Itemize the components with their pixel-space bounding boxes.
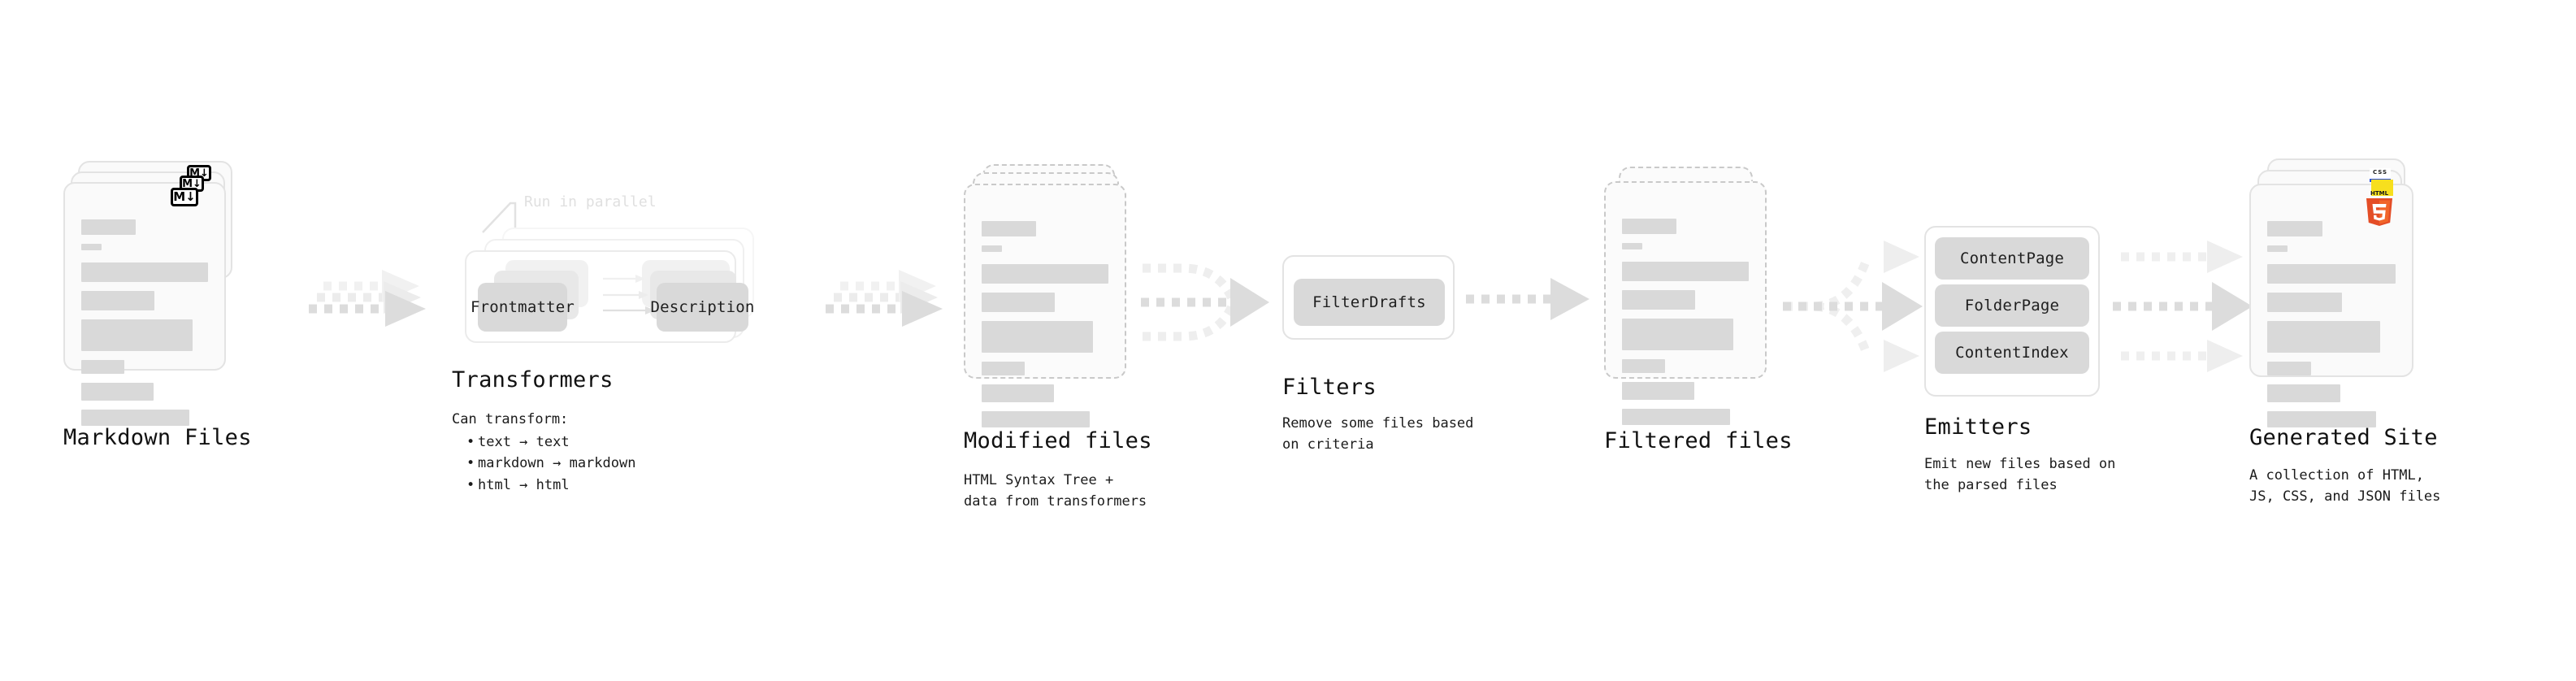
transformer-chip-description[interactable]: Description	[650, 283, 754, 332]
arrow-filtered-to-emitters	[1776, 228, 1939, 390]
markdown-files-stack: M↓ M↓ M↓	[63, 161, 234, 426]
modified-files-stack	[964, 164, 1134, 427]
generated-site-stack: CSS HTML	[2249, 158, 2424, 427]
transformers-bullet-item: markdown → markdown	[466, 453, 636, 475]
markdown-file-card-front	[63, 182, 226, 426]
emitters-caption: Emit new files based on the parsed files	[1924, 456, 2116, 494]
filtered-files-title: Filtered files	[1604, 428, 1793, 453]
generated-site-caption: A collection of HTML, JS, CSS, and JSON …	[2249, 467, 2441, 505]
transformers-bullet-list: text → text markdown → markdown html → h…	[465, 432, 636, 497]
js-icon	[2371, 180, 2393, 196]
arrow-markdown-to-transformers	[302, 265, 426, 338]
emitter-chip-contentindex[interactable]: ContentIndex	[1935, 332, 2089, 374]
arrow-transformers-to-modified	[819, 265, 949, 343]
emitter-chip-contentpage[interactable]: ContentPage	[1935, 237, 2089, 280]
arrow-filters-to-filtered	[1463, 276, 1593, 333]
transformer-chip-frontmatter[interactable]: Frontmatter	[471, 283, 575, 332]
modified-files-caption: HTML Syntax Tree + data from transformer…	[964, 472, 1147, 510]
markdown-icon-front: M↓	[171, 188, 198, 206]
transformers-bullet-item: html → html	[466, 475, 635, 497]
markdown-file-content-lines	[81, 219, 208, 435]
filters-title: Filters	[1282, 375, 1377, 400]
filter-chip-filterdrafts[interactable]: FilterDrafts	[1294, 279, 1445, 326]
transformers-parallel-bracket	[479, 192, 609, 241]
transformer-inner-arrows	[603, 271, 673, 330]
html5-icon-word: HTML	[2370, 190, 2389, 197]
modified-file-content-lines	[982, 221, 1108, 436]
modified-files-title: Modified files	[964, 428, 1152, 453]
arrow-modified-to-filters	[1136, 250, 1282, 356]
arrow-emitters-to-site	[2106, 228, 2261, 390]
filtered-file-card-front	[1604, 181, 1767, 425]
emitters-title: Emitters	[1924, 414, 2032, 440]
generated-site-title: Generated Site	[2249, 425, 2438, 450]
transformers-parallel-label: Run in parallel	[524, 193, 657, 210]
markdown-files-title: Markdown Files	[63, 425, 252, 450]
generated-site-content-lines	[2267, 221, 2396, 436]
filters-caption: Remove some files based on criteria	[1282, 415, 1474, 453]
transformers-title: Transformers	[452, 367, 614, 393]
filtered-file-content-lines	[1622, 219, 1749, 434]
modified-file-card-front	[964, 184, 1126, 427]
emitter-chip-folderpage[interactable]: FolderPage	[1935, 284, 2089, 327]
html5-icon: HTML	[2363, 189, 2396, 228]
transformers-bullet-item: text → text	[466, 432, 635, 453]
transformers-caption-heading: Can transform:	[452, 411, 569, 427]
filtered-files-stack	[1604, 167, 1775, 425]
